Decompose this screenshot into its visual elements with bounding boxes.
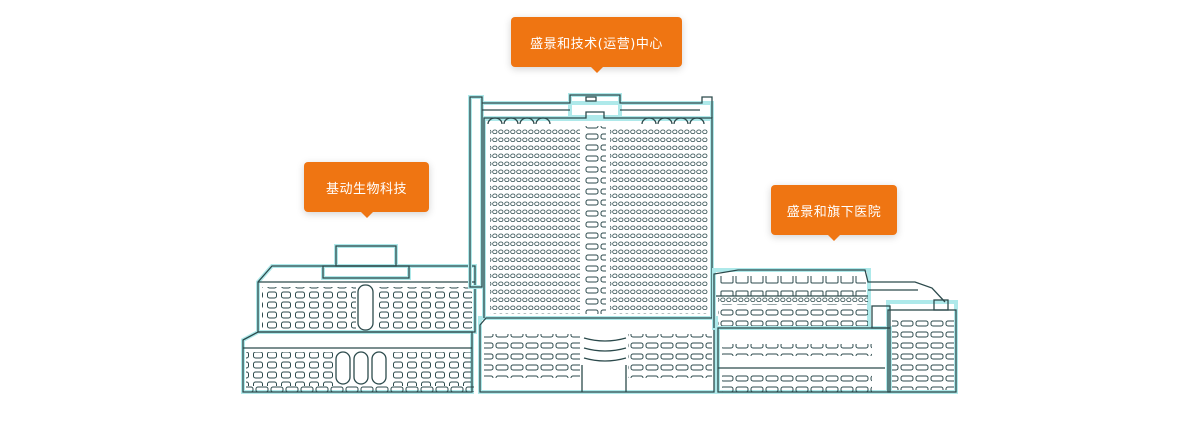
tech-center-label[interactable]: 盛景和技术(运营)中心 xyxy=(511,17,682,73)
bio-building xyxy=(241,244,477,394)
hospital-label-text: 盛景和旗下医院 xyxy=(786,204,882,220)
bio-tech-label-text: 基动生物科技 xyxy=(325,181,407,197)
tech-tower xyxy=(468,93,718,394)
hospital-label[interactable]: 盛景和旗下医院 xyxy=(771,185,897,241)
tech-center-label-text: 盛景和技术(运营)中心 xyxy=(530,36,663,52)
hospital-building xyxy=(712,268,958,394)
bio-tech-label[interactable]: 基动生物科技 xyxy=(304,162,429,218)
